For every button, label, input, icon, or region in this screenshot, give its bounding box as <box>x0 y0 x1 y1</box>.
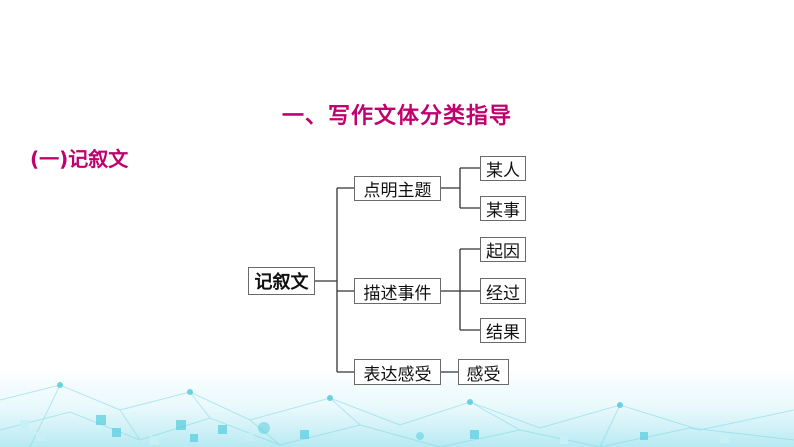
page-title: 一、写作文体分类指导 <box>281 104 512 129</box>
leaf-node-2-3: 结果 <box>480 318 526 343</box>
branch-node-3: 表达感受 <box>354 359 441 385</box>
leaf-node-2-2: 经过 <box>480 278 526 304</box>
leaf-node-2-1: 起因 <box>480 237 526 262</box>
root-node: 记叙文 <box>248 267 315 295</box>
branch-node-2: 描述事件 <box>354 278 441 304</box>
leaf-node-3-1: 感受 <box>458 359 509 385</box>
section-subtitle: (一)记叙文 <box>30 147 129 171</box>
leaf-node-1-1: 某人 <box>480 156 526 181</box>
branch-node-1: 点明主题 <box>354 176 441 201</box>
leaf-node-1-2: 某事 <box>480 196 526 221</box>
